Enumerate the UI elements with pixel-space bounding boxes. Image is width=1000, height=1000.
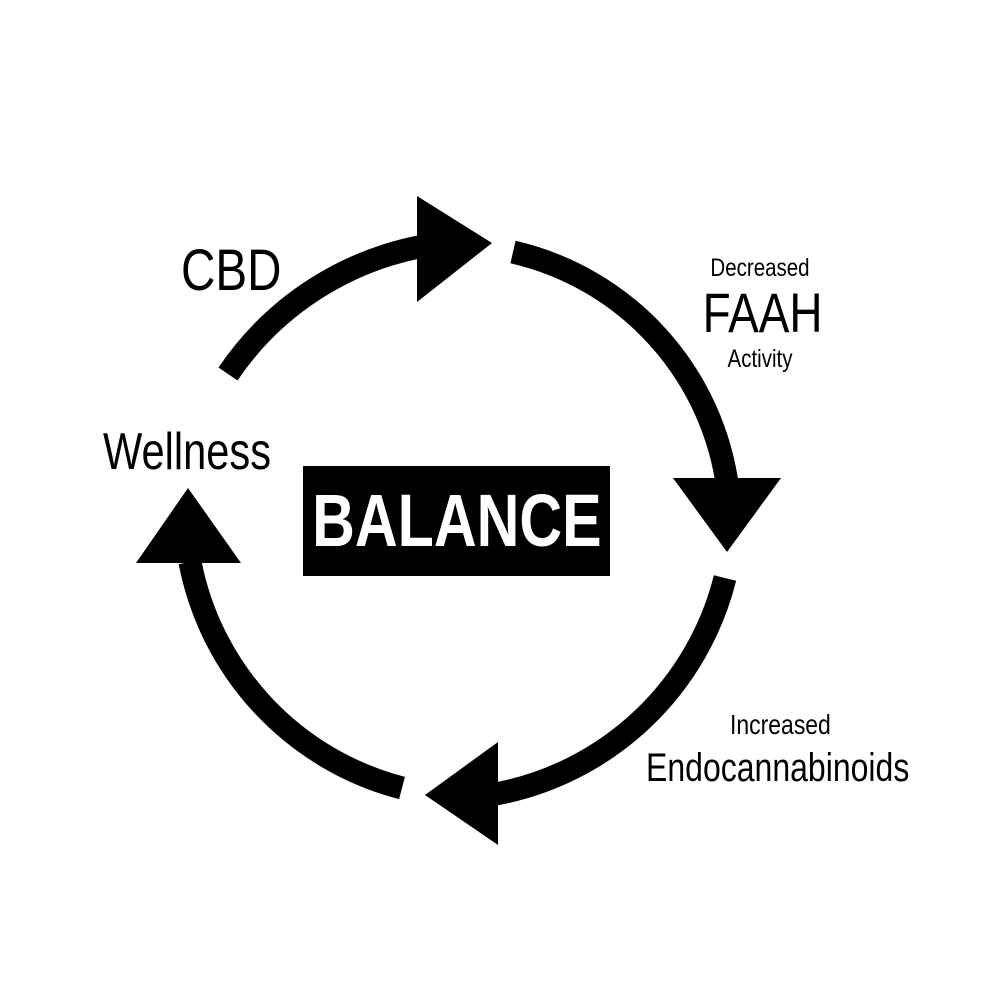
node-label-wellness: Wellness xyxy=(103,423,272,481)
arrowhead-faah-to-endocannabinoids xyxy=(673,478,781,552)
node-faah-activity: Decreased FAAH Activity xyxy=(690,256,830,372)
node-label-endocannabinoids: Endocannabinoids xyxy=(646,746,910,790)
cycle-arrow-endocannabinoids-to-wellness xyxy=(493,575,737,806)
node-label-activity: Activity xyxy=(727,345,793,373)
node-label-faah: FAAH xyxy=(702,281,823,344)
node-label-increased: Increased xyxy=(730,709,831,740)
cycle-arrow-faah-to-endocannabinoids xyxy=(510,240,740,492)
cycle-arrow-cbd-to-faah xyxy=(218,233,432,381)
arrowhead-endocannabinoids-to-wellness xyxy=(425,742,498,845)
arrowhead-wellness-to-cbd xyxy=(136,488,241,563)
center-balance-box: BALANCE xyxy=(303,466,610,576)
node-label-cbd: CBD xyxy=(181,238,282,303)
cycle-arrow-wellness-to-cbd xyxy=(178,559,405,800)
arrowhead-cbd-to-faah xyxy=(417,196,492,302)
center-balance-label: BALANCE xyxy=(311,479,602,562)
node-label-decreased: Decreased xyxy=(710,254,810,282)
